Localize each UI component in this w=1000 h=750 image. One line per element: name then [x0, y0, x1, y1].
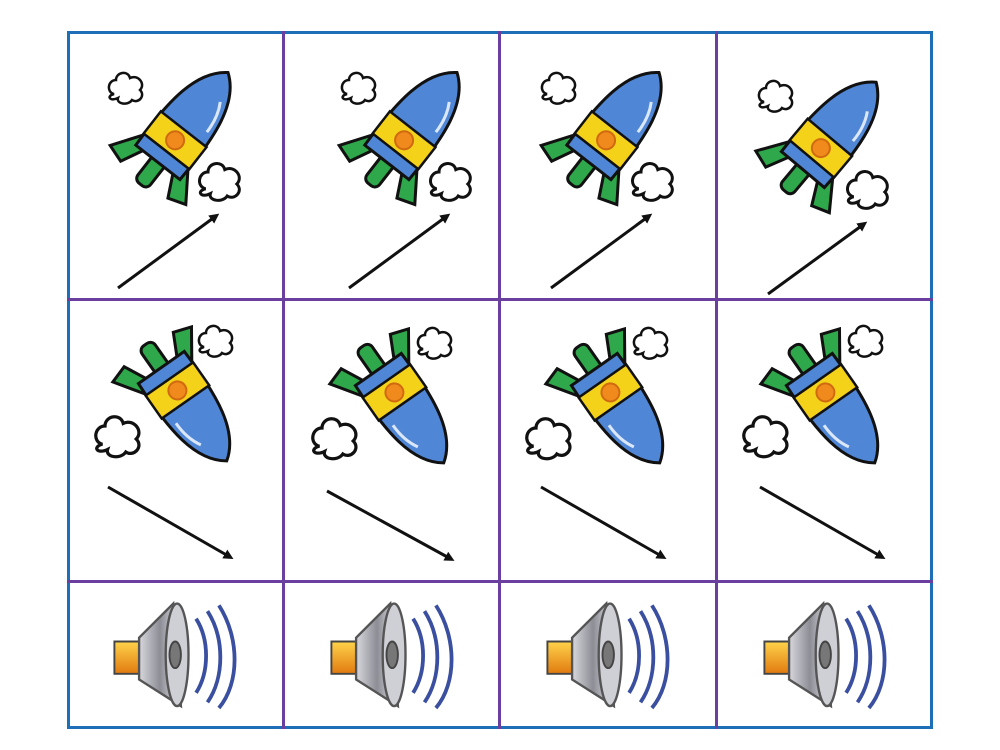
card-speaker[interactable] — [501, 583, 715, 726]
arrow-up-right-icon — [348, 213, 451, 290]
card-rocket-up[interactable] — [285, 34, 498, 298]
arrow-down-right-icon — [759, 485, 886, 559]
rocket-down-icon — [752, 317, 916, 492]
cloud-icon — [525, 417, 572, 461]
arrow-up-right-icon — [550, 213, 653, 290]
arrow-up-right-icon — [767, 221, 868, 296]
grid-line-horizontal — [67, 298, 933, 301]
card-speaker[interactable] — [718, 583, 930, 726]
rocket-up-icon — [101, 41, 268, 216]
cloud-icon — [197, 324, 234, 358]
cloud-icon — [847, 324, 884, 358]
cloud-icon — [311, 417, 358, 461]
speaker-icon — [329, 601, 454, 710]
speaker-icon — [545, 601, 670, 710]
arrow-down-right-icon — [540, 485, 667, 559]
grid-line-vertical — [498, 31, 501, 729]
card-rocket-down[interactable] — [70, 301, 282, 580]
card-rocket-down[interactable] — [501, 301, 715, 580]
card-rocket-down[interactable] — [285, 301, 498, 580]
arrow-down-right-icon — [326, 489, 455, 561]
grid-line-vertical — [282, 31, 285, 729]
grid-line-vertical — [715, 31, 718, 729]
cloud-icon — [416, 326, 453, 360]
card-speaker[interactable] — [285, 583, 498, 726]
cloud-icon — [540, 71, 577, 105]
cloud-icon — [845, 169, 889, 210]
grid-line-horizontal — [67, 580, 933, 583]
cloud-icon — [632, 326, 669, 360]
rocket-down-icon — [321, 317, 485, 492]
cloud-icon — [742, 415, 789, 459]
card-rocket-up[interactable] — [70, 34, 282, 298]
cloud-icon — [197, 161, 241, 202]
arrow-up-right-icon — [117, 213, 220, 290]
card-rocket-up[interactable] — [718, 34, 930, 298]
speaker-icon — [112, 601, 237, 710]
cloud-icon — [428, 161, 472, 202]
arrow-down-right-icon — [107, 485, 234, 559]
cloud-icon — [630, 161, 674, 202]
card-rocket-up[interactable] — [501, 34, 715, 298]
speaker-icon — [762, 601, 887, 710]
cloud-icon — [94, 415, 141, 459]
rocket-down-icon — [104, 315, 268, 490]
cloud-icon — [340, 71, 377, 105]
cloud-icon — [757, 79, 794, 113]
card-speaker[interactable] — [70, 583, 282, 726]
rocket-down-icon — [537, 317, 701, 492]
card-rocket-down[interactable] — [718, 301, 930, 580]
cloud-icon — [107, 71, 144, 105]
